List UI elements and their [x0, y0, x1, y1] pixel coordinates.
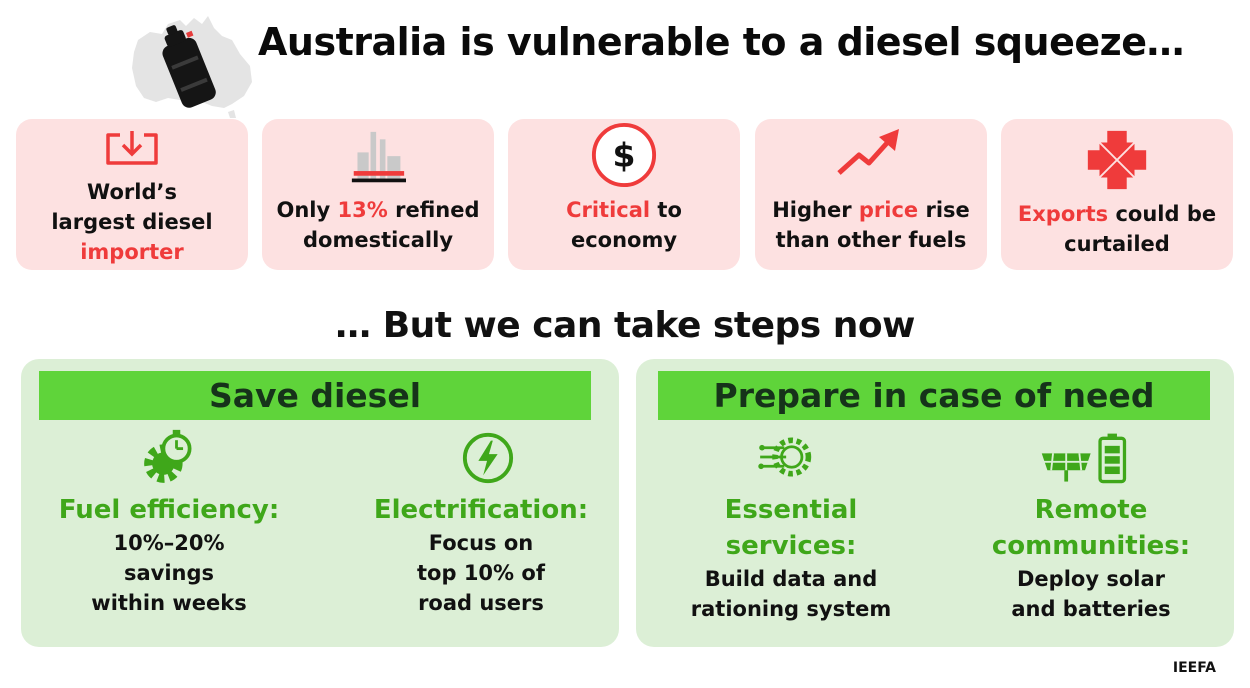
- item-desc: within weeks: [91, 591, 247, 615]
- circuit-gear-icon: [758, 437, 812, 477]
- card-higher-price: Higher price rise than other fuels: [755, 119, 987, 270]
- solar-battery-icon: [1041, 433, 1127, 484]
- essential-services-item: Essential services: Build data and ratio…: [636, 492, 946, 624]
- download-icon: [106, 131, 158, 165]
- item-desc: Focus on: [428, 531, 534, 555]
- item-desc: rationing system: [690, 597, 892, 621]
- item-label: communities:: [991, 531, 1191, 561]
- item-desc: top 10% of: [417, 561, 545, 585]
- card-text: Higher: [772, 198, 859, 222]
- remote-communities-item: Remote communities: Deploy solar and bat…: [936, 492, 1246, 624]
- source-credit: IEEFA: [1172, 660, 1216, 676]
- card-text: to economy: [570, 198, 682, 252]
- card-text: could be curtailed: [1064, 202, 1217, 256]
- save-diesel-panel: Save diesel Fuel efficiency: 10%–20% sav…: [21, 359, 619, 647]
- item-desc: and batteries: [1011, 597, 1171, 621]
- card-highlight: Exports: [1017, 202, 1109, 226]
- card-highlight: importer: [80, 240, 184, 264]
- item-desc: Build data and: [704, 567, 878, 591]
- page-title: Australia is vulnerable to a diesel sque…: [258, 20, 1185, 64]
- card-refined-domestically: Only 13% refined domestically: [262, 119, 494, 270]
- exports-icon: [1087, 130, 1147, 190]
- refinery-icon: [351, 131, 406, 183]
- card-text: refined domestically: [302, 198, 480, 252]
- card-critical-economy: $ Critical to economy: [508, 119, 740, 270]
- lightning-icon: [462, 432, 514, 484]
- card-highlight: Critical: [566, 198, 651, 222]
- card-largest-importer: World’s largest diesel importer: [16, 119, 248, 270]
- svg-text:$: $: [613, 136, 636, 175]
- item-desc: 10%–20%: [113, 531, 225, 555]
- trend-up-icon: [837, 129, 899, 175]
- electrification-item: Electrification: Focus on top 10% of roa…: [333, 492, 629, 618]
- card-highlight: 13%: [337, 198, 388, 222]
- card-text: rise than other fuels: [775, 198, 970, 252]
- item-label: Electrification:: [373, 495, 589, 525]
- prepare-panel: Prepare in case of need Essential servic…: [636, 359, 1234, 647]
- card-highlight: price: [858, 198, 919, 222]
- item-label: Essential: [724, 495, 858, 525]
- prepare-header: Prepare in case of need: [658, 371, 1210, 420]
- item-desc: road users: [418, 591, 544, 615]
- card-text: Only: [276, 198, 338, 222]
- item-desc: savings: [123, 561, 215, 585]
- card-text: World’s largest diesel: [51, 180, 213, 234]
- australia-map-fuel-canister-icon: [132, 16, 252, 118]
- item-label: Fuel efficiency:: [58, 495, 280, 525]
- item-desc: Deploy solar: [1017, 567, 1165, 591]
- save-diesel-header: Save diesel: [39, 371, 591, 420]
- item-label: services:: [725, 531, 857, 561]
- fuel-efficiency-item: Fuel efficiency: 10%–20% savings within …: [21, 492, 317, 618]
- card-exports-curtailed: Exports could be curtailed: [1001, 119, 1233, 270]
- section-subtitle: … But we can take steps now: [335, 305, 915, 346]
- item-label: Remote: [1034, 495, 1148, 525]
- dollar-icon: $: [591, 122, 657, 188]
- gear-stopwatch-icon: [144, 429, 192, 483]
